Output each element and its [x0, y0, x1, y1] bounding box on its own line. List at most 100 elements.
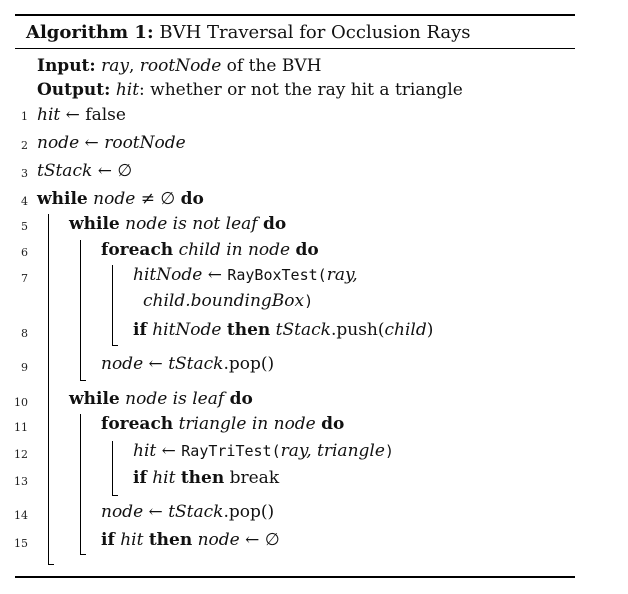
- keyword-do: do: [263, 214, 287, 234]
- input-keyword: Input:: [37, 56, 96, 76]
- keyword-do: do: [229, 389, 253, 409]
- arg-child: child: [384, 320, 427, 340]
- line-number-13: 13: [14, 475, 28, 488]
- fn-raytritest: RayTriTest: [181, 442, 272, 460]
- block-guide-foreach-1-end: [112, 345, 118, 346]
- line-number-10: 10: [14, 396, 28, 409]
- code-line-1: hit ← false: [37, 105, 126, 125]
- var-tstack: tStack: [275, 320, 331, 340]
- line-number-9: 9: [21, 361, 28, 374]
- keyword-foreach: foreach: [101, 240, 174, 260]
- var-hit: hit: [152, 468, 176, 488]
- output-rest: : whether or not the ray hit a triangle: [139, 80, 463, 100]
- cond-not-leaf: node is not leaf: [125, 214, 258, 234]
- empty-set: ∅: [117, 161, 133, 181]
- args-ray-triangle: ray, triangle: [280, 441, 385, 461]
- close-paren: ): [304, 292, 314, 310]
- keyword-do: do: [180, 189, 204, 209]
- block-guide-while-inner-1-end: [80, 380, 86, 381]
- var-node: node: [93, 189, 136, 209]
- keyword-if: if: [133, 320, 147, 340]
- keyword-then: then: [148, 530, 193, 550]
- line-number-4: 4: [21, 195, 28, 208]
- assign-arrow: ←: [148, 502, 163, 522]
- block-guide-while-outer-end: [48, 564, 54, 565]
- var-rootnode: rootNode: [104, 133, 186, 153]
- stmt-break: break: [229, 468, 280, 488]
- caption-rule: [15, 48, 575, 49]
- arg-ray: ray,: [326, 265, 358, 285]
- var-tstack: tStack: [168, 354, 224, 374]
- line-number-2: 2: [21, 139, 28, 152]
- not-equal: ≠: [140, 189, 155, 209]
- assign-arrow: ←: [97, 161, 112, 181]
- keyword-while: while: [69, 214, 120, 234]
- algorithm-title: BVH Traversal for Occlusion Rays: [159, 22, 471, 43]
- var-hitnode: hitNode: [152, 320, 222, 340]
- keyword-if: if: [101, 530, 115, 550]
- code-line-10: while node is leaf do: [69, 389, 253, 409]
- input-root: rootNode: [139, 56, 222, 76]
- code-line-8: if hitNode then tStack.push(child): [133, 320, 433, 340]
- fn-rayboxtest: RayBoxTest: [227, 266, 318, 284]
- code-line-13: if hit then break: [133, 468, 279, 488]
- keyword-if: if: [133, 468, 147, 488]
- code-line-11: foreach triangle in node do: [101, 414, 344, 434]
- block-guide-while-inner-1: [80, 240, 81, 380]
- input-rest: of the BVH: [226, 56, 322, 76]
- algorithm-label: Algorithm 1:: [26, 22, 154, 43]
- block-guide-foreach-2: [112, 441, 113, 495]
- code-line-2: node ← rootNode: [37, 133, 186, 153]
- assign-arrow: ←: [84, 133, 99, 153]
- var-tstack: tStack: [37, 161, 93, 181]
- line-number-1: 1: [21, 110, 28, 123]
- algorithm-caption: Algorithm 1: BVH Traversal for Occlusion…: [26, 22, 471, 43]
- keyword-then: then: [180, 468, 225, 488]
- iter-child: child in node: [178, 240, 291, 260]
- assign-arrow: ←: [245, 530, 260, 550]
- var-tstack: tStack: [168, 502, 224, 522]
- arg-bounding-box: child.boundingBox: [143, 291, 305, 311]
- close-paren: ): [384, 442, 394, 460]
- assign-arrow: ←: [161, 441, 176, 461]
- code-line-7: hitNode ← RayBoxTest(ray,: [133, 265, 358, 285]
- block-guide-while-inner-2-end: [80, 554, 86, 555]
- keyword-do: do: [295, 240, 319, 260]
- cond-is-leaf: node is leaf: [125, 389, 225, 409]
- var-node: node: [101, 502, 144, 522]
- output-line: Output: hit: whether or not the ray hit …: [37, 80, 463, 100]
- line-number-3: 3: [21, 167, 28, 180]
- line-number-15: 15: [14, 537, 28, 550]
- top-rule: [15, 14, 575, 16]
- code-line-15: if hit then node ← ∅: [101, 530, 280, 550]
- var-hitnode: hitNode: [133, 265, 203, 285]
- output-keyword: Output:: [37, 80, 111, 100]
- code-line-4: while node ≠ ∅ do: [37, 189, 204, 209]
- input-comma: ,: [128, 56, 135, 76]
- empty-set: ∅: [264, 530, 280, 550]
- method-pop: .pop(): [223, 502, 275, 522]
- block-guide-foreach-1: [112, 265, 113, 345]
- code-line-7-continued: child.boundingBox): [143, 291, 313, 311]
- block-guide-while-inner-2: [80, 414, 81, 554]
- line-number-11: 11: [14, 421, 28, 434]
- line-number-8: 8: [21, 327, 28, 340]
- code-line-5: while node is not leaf do: [69, 214, 286, 234]
- keyword-while: while: [69, 389, 120, 409]
- line-number-6: 6: [21, 246, 28, 259]
- var-node: node: [37, 133, 80, 153]
- code-line-12: hit ← RayTriTest(ray, triangle): [133, 441, 394, 461]
- iter-triangle: triangle in node: [178, 414, 316, 434]
- keyword-do: do: [321, 414, 345, 434]
- line-number-12: 12: [14, 448, 28, 461]
- bottom-rule: [15, 576, 575, 578]
- code-line-14: node ← tStack.pop(): [101, 502, 274, 522]
- var-hit: hit: [120, 530, 144, 550]
- line-number-5: 5: [21, 220, 28, 233]
- line-number-14: 14: [14, 509, 28, 522]
- block-guide-while-outer: [48, 214, 49, 564]
- value-false: false: [85, 105, 126, 125]
- keyword-foreach: foreach: [101, 414, 174, 434]
- method-pop: .pop(): [223, 354, 275, 374]
- assign-arrow: ←: [65, 105, 80, 125]
